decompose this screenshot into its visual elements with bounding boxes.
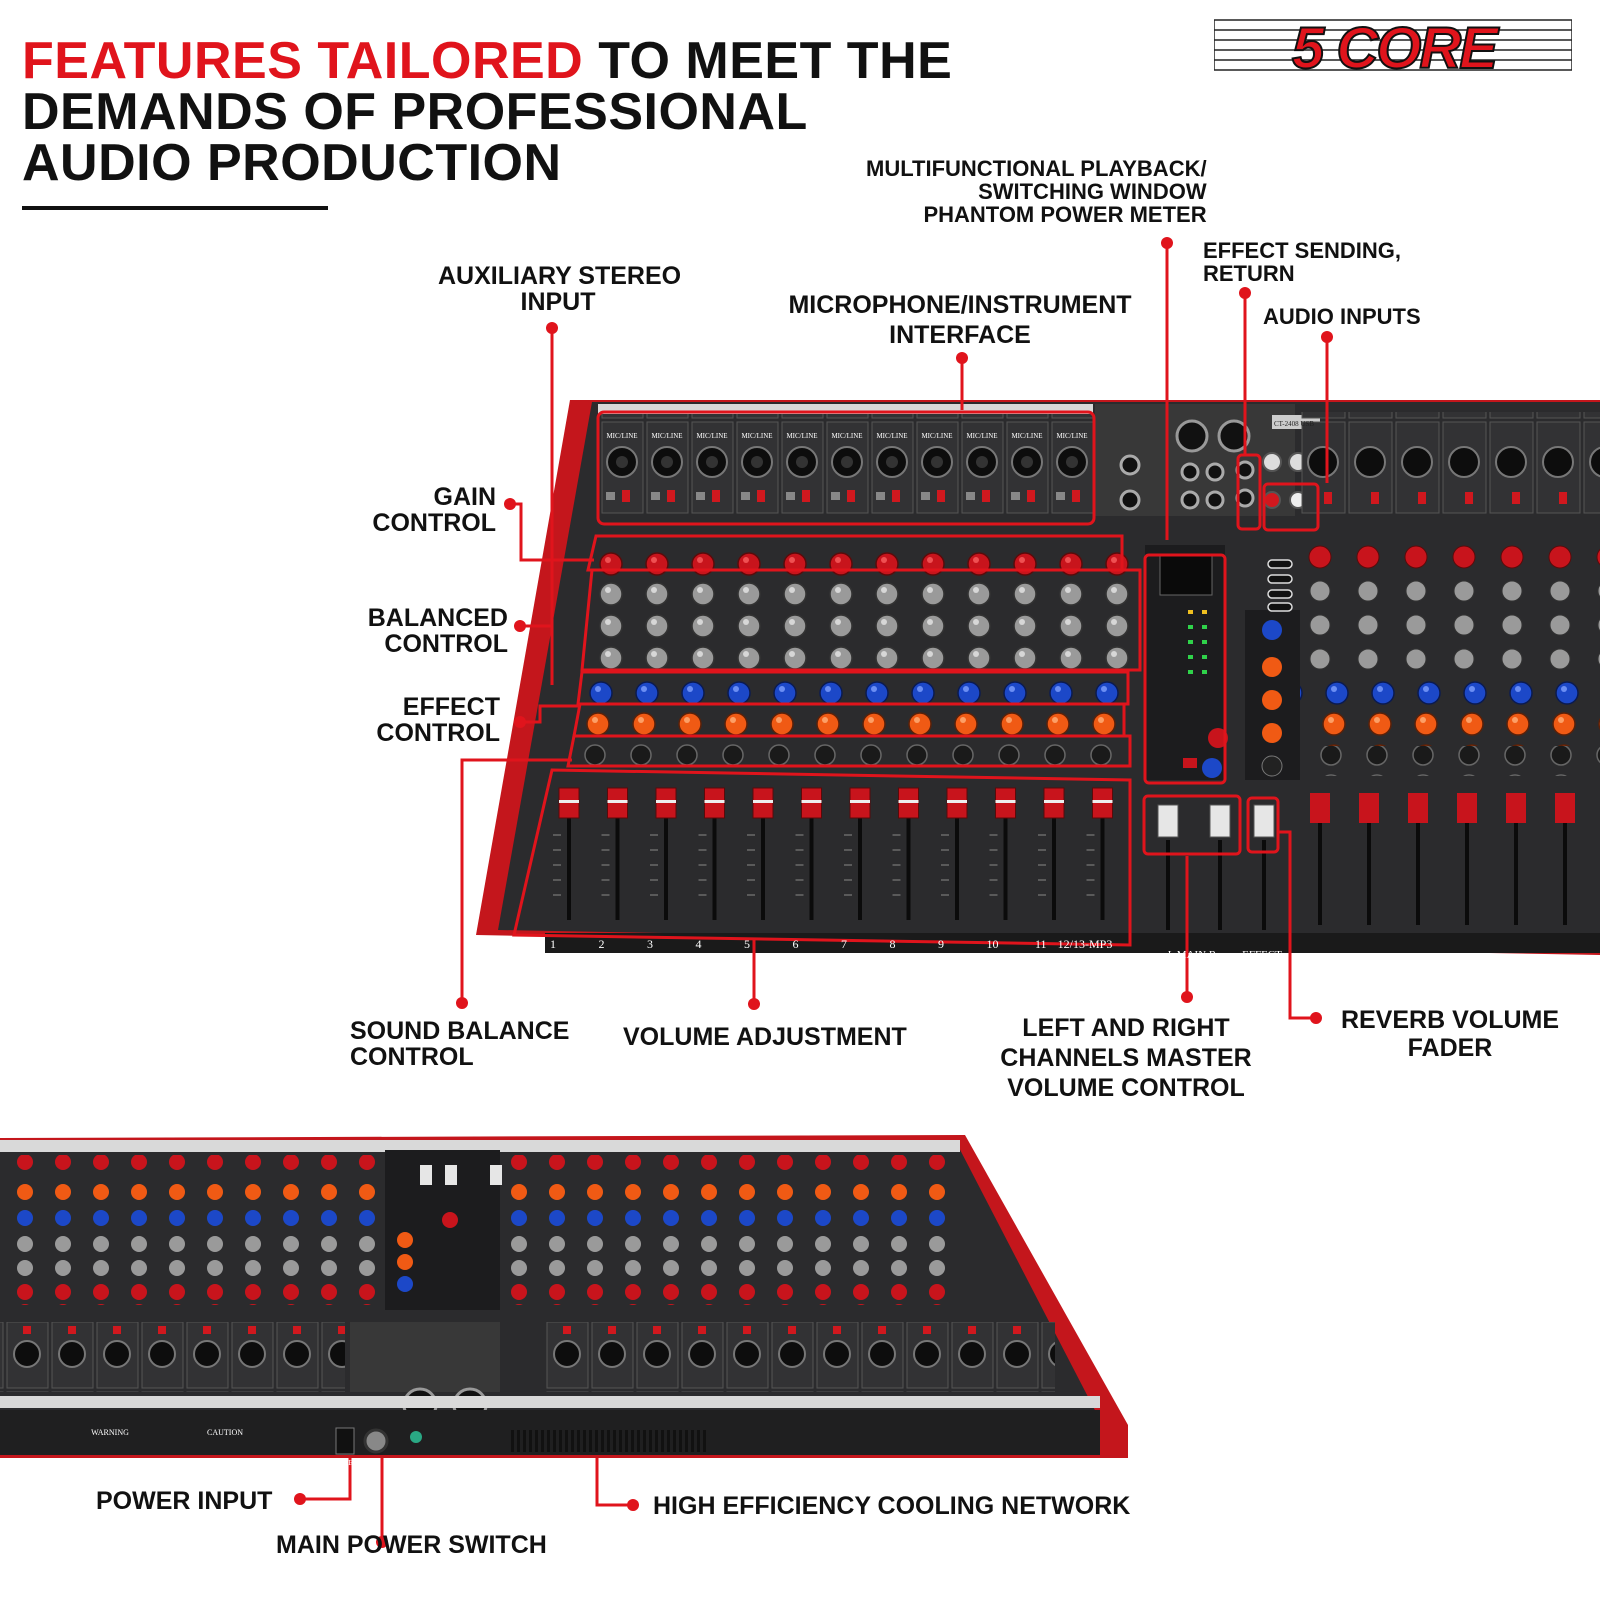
callout-main-switch: MAIN POWER SWITCH [276,1531,547,1559]
callout-balanced-line2: CONTROL [384,630,508,658]
callout-mic-instrument: MICROPHONE/INSTRUMENT INTERFACE [780,290,1140,350]
callout-aux-stereo-line2: INPUT [520,288,596,316]
callout-sound-balance-line2: CONTROL [350,1043,474,1071]
input-tag-4: MIC/LINE [741,432,772,440]
channel-number-10: 10 [987,937,999,951]
callout-effect-control-line2: CONTROL [376,719,500,747]
effect-label: EFFECT [1242,949,1282,961]
callout-effect-sending-line2: RETURN [1203,261,1295,286]
channel-number-5: 5 [744,937,750,951]
callout-balanced-line1: BALANCED [367,604,508,632]
channel-number-6: 6 [793,937,799,951]
input-tag-1: MIC/LINE [606,432,637,440]
caution-label: CAUTION [207,1428,243,1437]
right-channel-number-14: 14 [1312,954,1324,968]
channel-number-9: 9 [938,937,944,951]
channel-number-2: 2 [599,937,605,951]
right-channel-number-19: 19 [1547,954,1559,968]
callout-reverb: REVERB VOLUME FADER [1330,1006,1570,1062]
headline-highlight: FEATURES TAILORED [22,32,584,90]
callout-lr-master-line3: VOLUME CONTROL [1007,1074,1245,1102]
callout-sound-balance-line1: SOUND BALANCE [350,1017,570,1045]
callout-lr-master-line1: LEFT AND RIGHT [1022,1014,1230,1042]
callout-cooling: HIGH EFFICIENCY COOLING NETWORK [653,1492,1131,1520]
channel-number-3: 3 [647,937,653,951]
callout-mic-instrument-line2: INTERFACE [889,321,1031,349]
channel-number-7: 7 [841,937,847,951]
channel-number-12: 12/13-MP3 [1058,937,1113,951]
input-tag-7: MIC/LINE [876,432,907,440]
headline: FEATURES TAILORED TO MEET THE DEMANDS OF… [22,35,982,189]
brand-logo: 5 CORE [1214,15,1572,76]
input-tag-3: MIC/LINE [696,432,727,440]
callout-gain-line2: CONTROL [372,509,496,537]
channel-number-8: 8 [890,937,896,951]
headline-underline [22,206,328,210]
channel-number-4: 4 [696,937,702,951]
input-tag-6: MIC/LINE [831,432,862,440]
logo-text: 5 CORE [1292,16,1500,76]
channel-number-1: 1 [550,937,556,951]
input-tag-8: MIC/LINE [921,432,952,440]
callout-lr-master-line2: CHANNELS MASTER [1000,1044,1252,1072]
input-tag-11: MIC/LINE [1056,432,1087,440]
input-tag-2: MIC/LINE [651,432,682,440]
callout-reverb-line2: FADER [1407,1034,1493,1062]
callout-effect-sending-line1: EFFECT SENDING, [1203,238,1402,263]
callout-effect-sending: EFFECT SENDING, RETURN [1203,239,1401,285]
callout-reverb-line1: REVERB VOLUME [1340,1006,1560,1034]
right-channel-number-16: 16 [1406,954,1418,968]
power-label: POWER [333,1459,358,1467]
right-channel-number-15: 15 [1359,954,1371,968]
callout-mic-instrument-line1: MICROPHONE/INSTRUMENT [788,291,1132,319]
main-label: L MAIN R [1168,949,1217,961]
callout-multifunctional-line2: SWITCHING WINDOW [978,179,1207,204]
callout-effect-control: EFFECT CONTROL [360,694,500,746]
right-channel-number-18: 18 [1500,954,1512,968]
channel-number-11: 11 [1035,937,1047,951]
callout-multifunctional-line3: PHANTOM POWER METER [923,202,1207,227]
callout-effect-control-line1: EFFECT [402,693,500,721]
headline-rest: TO MEET THE DEMANDS OF PROFESSIONAL AUDI… [22,32,953,192]
callout-volume: VOLUME ADJUSTMENT [623,1023,907,1051]
callout-aux-stereo-line1: AUXILIARY STEREO [438,262,682,290]
model-label: CT-2408 USB [1274,420,1314,428]
callout-gain-line1: GAIN [433,483,497,511]
callout-audio-inputs: AUDIO INPUTS [1263,304,1421,329]
callout-aux-stereo: AUXILIARY STEREO INPUT [438,262,682,316]
input-tag-9: MIC/LINE [966,432,997,440]
callout-lr-master: LEFT AND RIGHT CHANNELS MASTER VOLUME CO… [995,1013,1257,1103]
callout-multifunctional: MULTIFUNCTIONAL PLAYBACK/ SWITCHING WIND… [866,157,1207,226]
callout-multifunctional-line1: MULTIFUNCTIONAL PLAYBACK/ [866,156,1207,181]
input-tag-5: MIC/LINE [786,432,817,440]
warning-label: WARNING [91,1428,129,1437]
callout-balanced: BALANCED CONTROL [340,605,508,657]
right-channel-number-17: 17 [1453,954,1465,968]
callout-gain: GAIN CONTROL [360,484,496,536]
callout-power-input: POWER INPUT [96,1487,273,1515]
input-tag-10: MIC/LINE [1011,432,1042,440]
callout-sound-balance: SOUND BALANCE CONTROL [350,1018,569,1070]
